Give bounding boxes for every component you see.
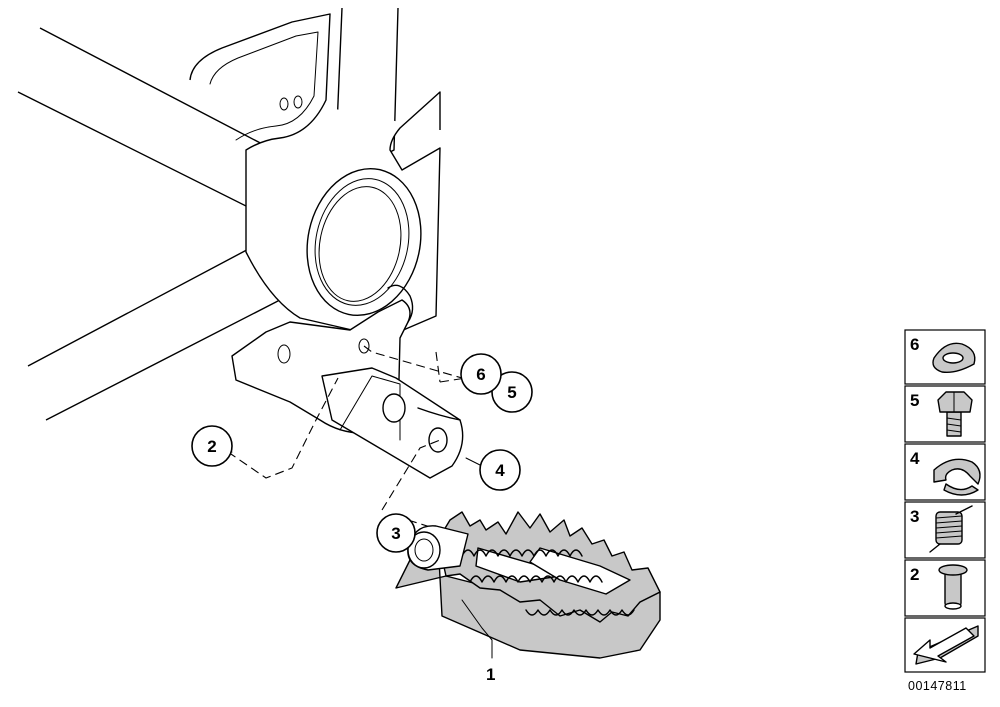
- pivot-bore-1: [382, 393, 406, 423]
- footrest-teeth-row-3: [525, 609, 635, 616]
- hex-bolt-icon: [937, 391, 973, 437]
- svg-text:4: 4: [910, 449, 920, 468]
- pivot-pin-icon: [938, 564, 968, 610]
- svg-text:3: 3: [391, 524, 400, 543]
- legend-item-5: 5: [904, 385, 986, 443]
- footrest-pivot-tube-end: [407, 531, 441, 569]
- legend-item-6: 6: [904, 329, 986, 385]
- arrow-left-icon: [913, 625, 979, 665]
- footrest-slot-2: [529, 547, 631, 595]
- circlip-icon: [933, 458, 981, 485]
- assembly-dash-lines: [227, 345, 467, 531]
- svg-text:5: 5: [507, 383, 516, 402]
- mount-slot: [387, 284, 414, 323]
- footrest-peg: [395, 511, 661, 659]
- callout-6: 6: [460, 353, 502, 395]
- footrest-teeth-row-2: [469, 575, 603, 583]
- callout-5: 5: [491, 371, 533, 413]
- legend-item-2: 2: [904, 559, 986, 617]
- callout-1: 1: [486, 665, 495, 684]
- mount-hole-right: [358, 338, 370, 354]
- svg-text:2: 2: [910, 565, 919, 584]
- callout-2: 2: [191, 425, 233, 467]
- svg-text:6: 6: [910, 335, 919, 354]
- footrest-teeth-row-1: [461, 549, 583, 557]
- svg-text:4: 4: [495, 461, 505, 480]
- svg-text:6: 6: [476, 365, 485, 384]
- parts-legend: 6 5 4 3: [904, 329, 986, 693]
- bracket-hole-1: [279, 97, 289, 111]
- mount-hole-left: [277, 344, 291, 364]
- callout-4: 4: [465, 449, 521, 491]
- svg-text:5: 5: [910, 391, 919, 410]
- legend-direction: [904, 617, 986, 673]
- footrest-pivot-boss: [321, 367, 464, 479]
- frame-assembly: [17, 7, 441, 435]
- frame-bracket-inner-edge: [209, 31, 319, 141]
- callout-3: 3: [376, 513, 416, 553]
- svg-text:3: 3: [910, 507, 919, 526]
- svg-text:2: 2: [207, 437, 216, 456]
- legend-item-3: 3: [904, 501, 986, 559]
- bracket-hole-2: [293, 95, 303, 109]
- reference-code: 00147811: [908, 679, 967, 693]
- pivot-bore-2: [428, 427, 448, 453]
- torsion-spring-icon: [929, 505, 973, 553]
- frame-boss-ring: [306, 167, 422, 317]
- legend-item-4: 4: [904, 443, 986, 501]
